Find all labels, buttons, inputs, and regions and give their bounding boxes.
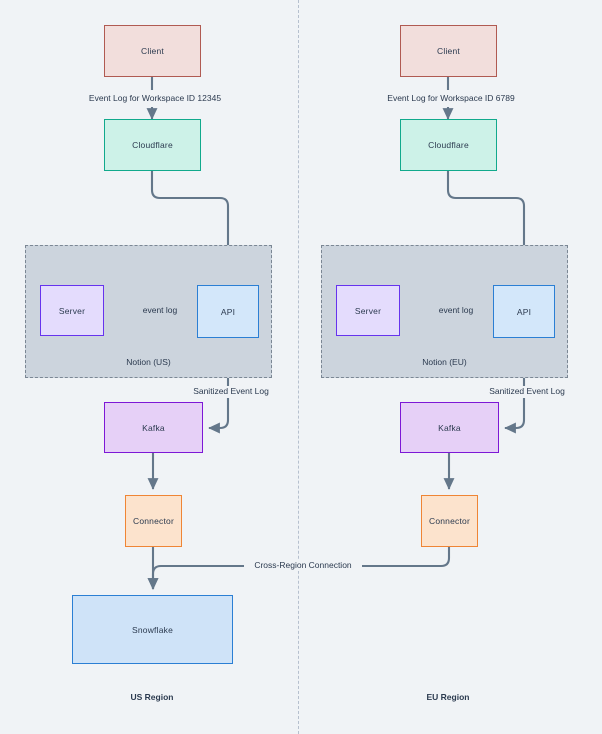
edge-label-workspace-us: Event Log for Workspace ID 12345 <box>68 93 242 104</box>
node-server-eu[interactable]: Server <box>336 285 400 336</box>
edge-label-cross-region: Cross-Region Connection <box>244 560 362 571</box>
node-cloudflare-eu[interactable]: Cloudflare <box>400 119 497 171</box>
group-label-notion-eu: Notion (EU) <box>422 357 467 367</box>
edge-api-to-kafka-us-b <box>208 398 230 434</box>
edge-label-event-log-eu: event log <box>438 305 474 315</box>
region-label-us: US Region <box>130 692 174 702</box>
region-label-eu: EU Region <box>426 692 470 702</box>
node-cloudflare-us[interactable]: Cloudflare <box>104 119 201 171</box>
edge-label-workspace-eu: Event Log for Workspace ID 6789 <box>368 93 534 104</box>
node-connector-eu[interactable]: Connector <box>421 495 478 547</box>
edge-label-sanitized-eu: Sanitized Event Log <box>468 386 586 397</box>
node-kafka-eu[interactable]: Kafka <box>400 402 499 453</box>
node-connector-us[interactable]: Connector <box>125 495 182 547</box>
edge-label-event-log-us: event log <box>142 305 178 315</box>
edge-api-to-kafka-eu-b <box>504 398 526 434</box>
edge-cross-region-right <box>352 547 451 568</box>
node-server-us[interactable]: Server <box>40 285 104 336</box>
node-kafka-us[interactable]: Kafka <box>104 402 203 453</box>
node-snowflake-us[interactable]: Snowflake <box>72 595 233 664</box>
node-client-us[interactable]: Client <box>104 25 201 77</box>
node-api-eu[interactable]: API <box>493 285 555 338</box>
node-client-eu[interactable]: Client <box>400 25 497 77</box>
group-label-notion-us: Notion (US) <box>126 357 171 367</box>
region-divider <box>298 0 299 734</box>
node-api-us[interactable]: API <box>197 285 259 338</box>
edge-label-sanitized-us: Sanitized Event Log <box>172 386 290 397</box>
edge-cross-region-left <box>147 564 250 590</box>
